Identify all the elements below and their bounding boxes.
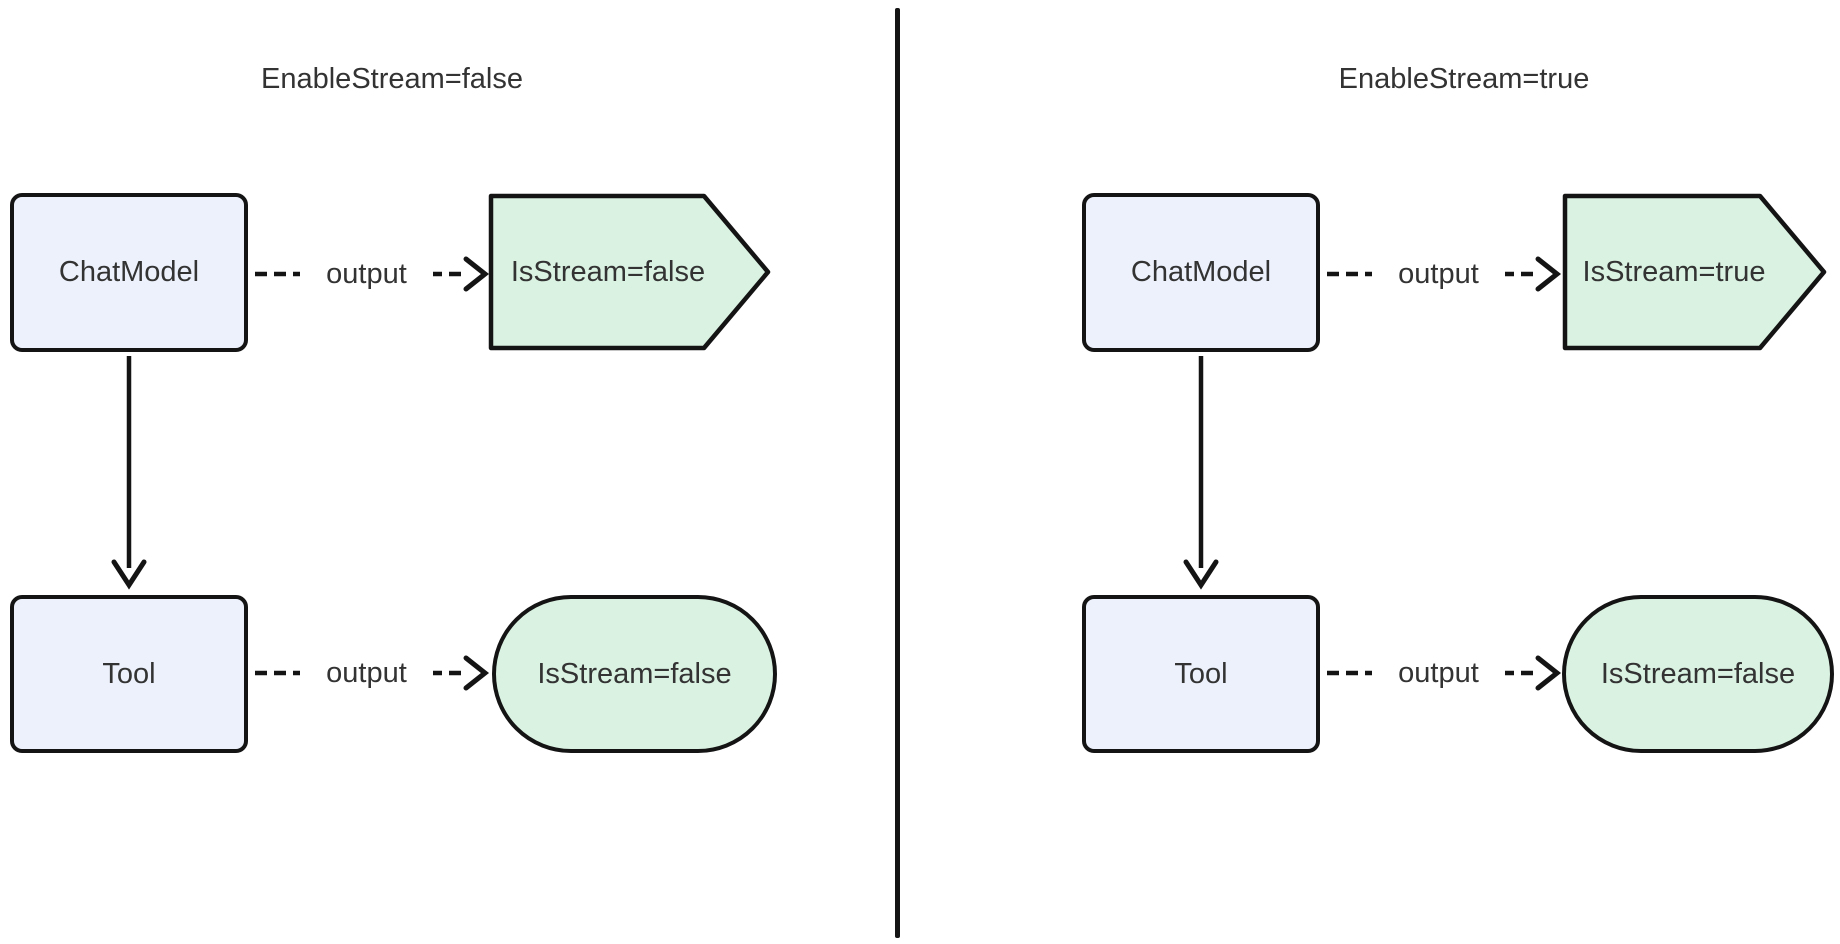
chat-result-label: IsStream=true <box>1582 255 1766 288</box>
chatmodel-to-tool-arrow <box>1183 356 1219 590</box>
edge-label-output: output <box>1372 656 1505 690</box>
chatmodel-label: ChatModel <box>1130 256 1272 288</box>
edge-label-output: output <box>1372 257 1505 291</box>
arrowhead-icon <box>463 655 490 691</box>
tool-result-label: IsStream=false <box>537 657 732 690</box>
chat-result-node: IsStream=false <box>488 193 772 351</box>
edge-label-output: output <box>300 656 433 690</box>
chatmodel-node: ChatModel <box>1082 193 1320 352</box>
edge-label-output: output <box>300 257 433 291</box>
tool-result-label: IsStream=false <box>1600 657 1796 690</box>
panel-enablestream-false: EnableStream=false ChatModel output IsSt… <box>0 0 905 944</box>
tool-result-node: IsStream=false <box>1562 595 1834 753</box>
chatmodel-node: ChatModel <box>10 193 248 352</box>
arrowhead-icon <box>1183 559 1219 590</box>
tool-result-node: IsStream=false <box>492 595 777 753</box>
panel-divider <box>895 8 900 938</box>
arrowhead-icon <box>463 256 490 292</box>
panel-title: EnableStream=true <box>1338 63 1590 95</box>
arrowhead-icon <box>111 559 147 590</box>
chatmodel-label: ChatModel <box>58 256 200 288</box>
tool-node: Tool <box>10 595 248 753</box>
tool-node: Tool <box>1082 595 1320 753</box>
pentagon-shape <box>488 193 771 351</box>
chat-result-node: IsStream=true <box>1562 193 1828 351</box>
panel-enablestream-true: EnableStream=true ChatModel output IsStr… <box>1072 0 1840 944</box>
pentagon-shape <box>1562 193 1827 351</box>
arrowhead-icon <box>1535 256 1562 292</box>
tool-label: Tool <box>102 657 156 690</box>
tool-label: Tool <box>1174 657 1228 690</box>
chat-result-label: IsStream=false <box>510 255 706 288</box>
arrowhead-icon <box>1535 655 1562 691</box>
chatmodel-to-tool-arrow <box>111 356 147 590</box>
panel-title: EnableStream=false <box>261 63 523 95</box>
